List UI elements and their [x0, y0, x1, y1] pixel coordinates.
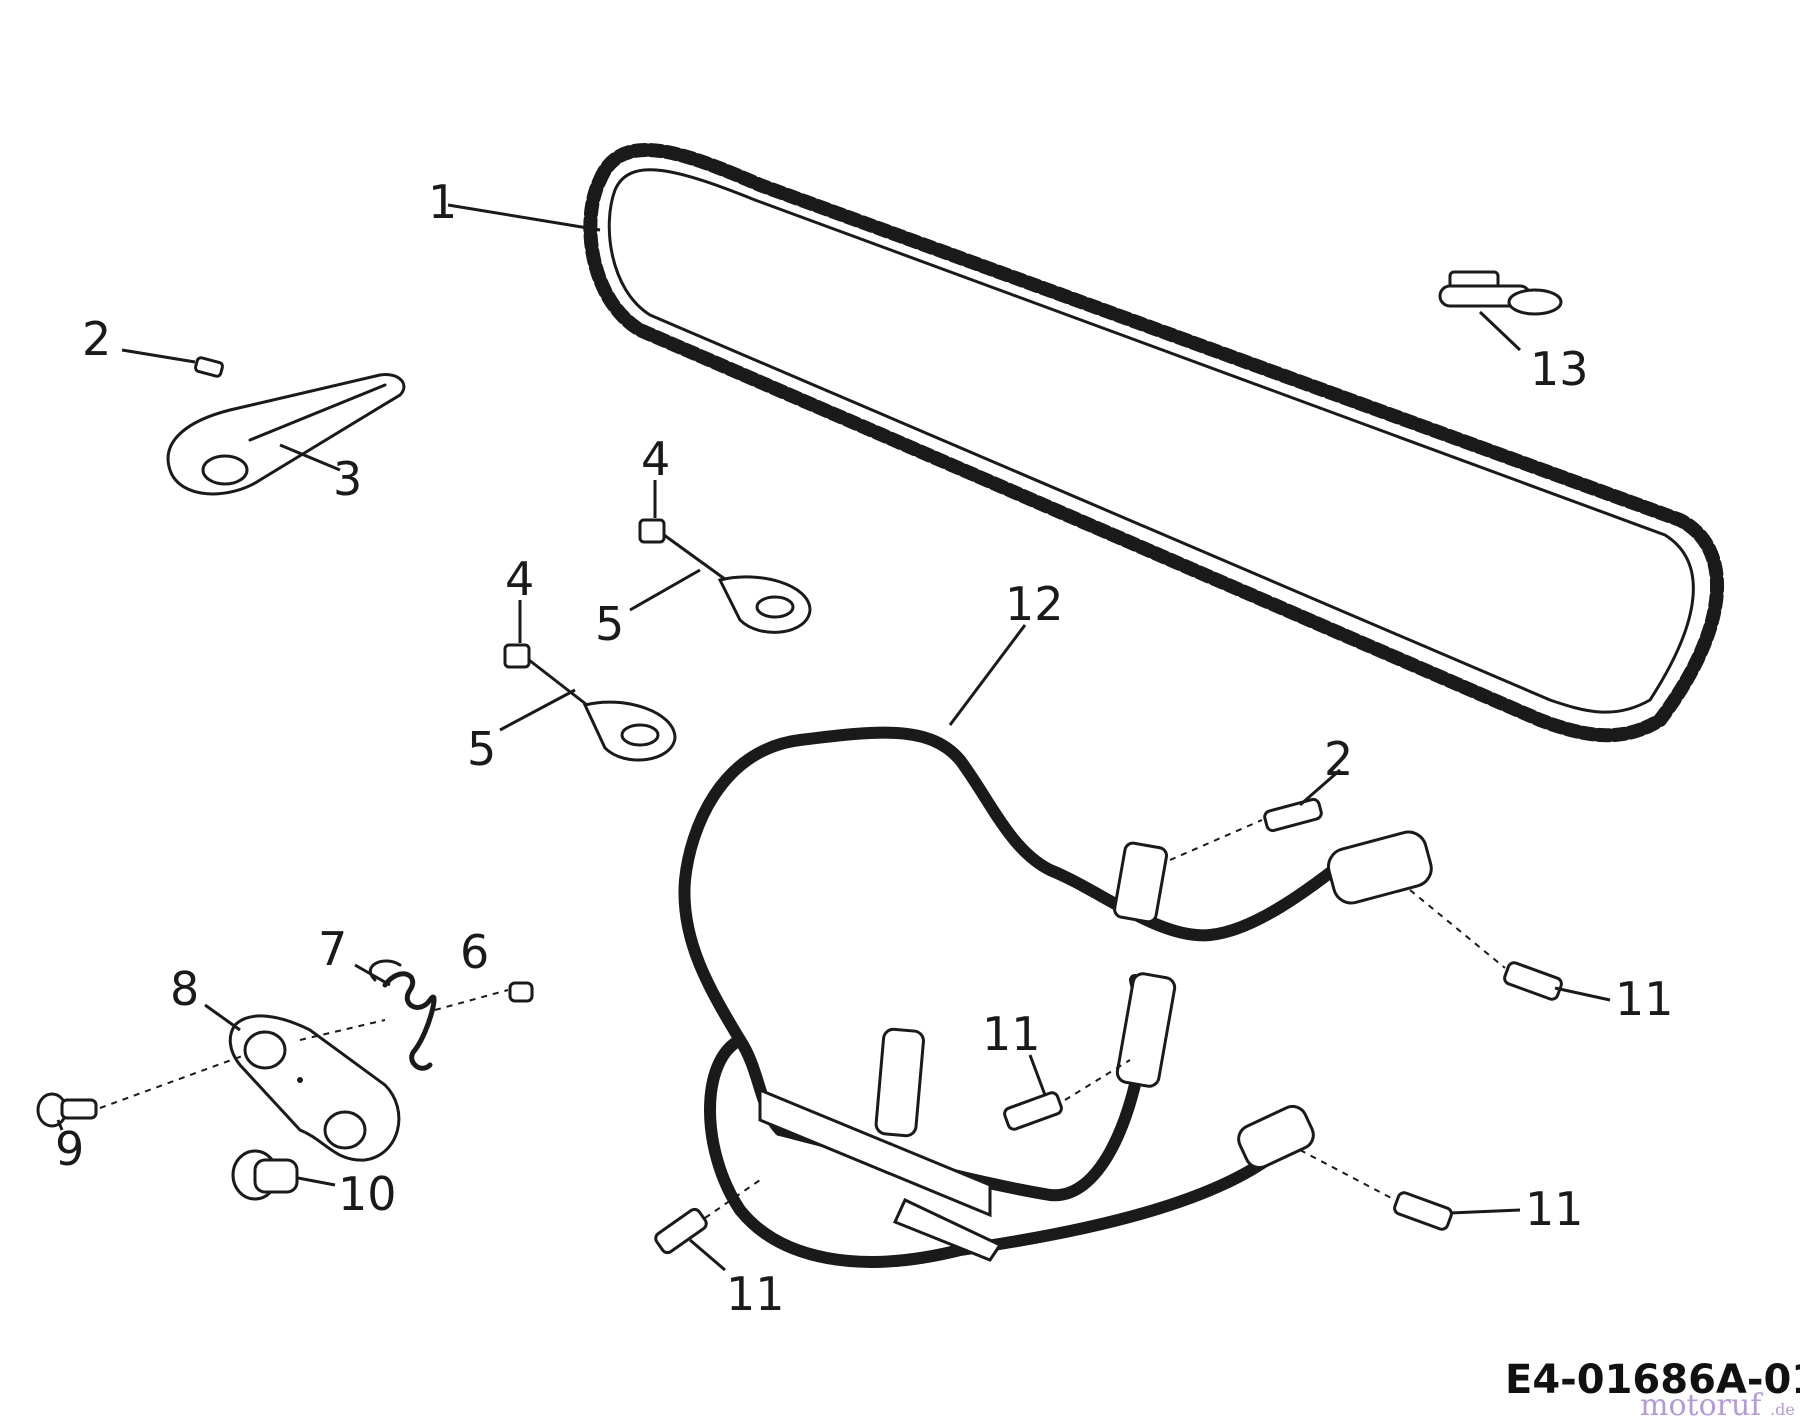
part-6-screw	[508, 981, 534, 1003]
assembly-lines	[99, 819, 1506, 1219]
part-7-spring	[368, 959, 437, 1071]
callout-4-upper: 4	[641, 432, 670, 486]
part-11-screw-middle	[1003, 1091, 1063, 1131]
callout-2-upper: 2	[82, 312, 111, 366]
part-11-screw-lower-right	[1393, 1191, 1453, 1231]
drawing-code: E4-01686A-01	[1505, 1357, 1800, 1403]
part-8-tensioner-arm	[228, 1014, 401, 1162]
watermark: motoruf .de	[1640, 1388, 1795, 1423]
part-10-roller	[231, 1149, 299, 1201]
callout-4-lower: 4	[505, 552, 534, 606]
callout-8: 8	[170, 962, 199, 1016]
callout-6: 6	[460, 925, 489, 979]
callout-11-middle: 11	[982, 1007, 1041, 1061]
part-12-frame-bracket	[678, 726, 1433, 1268]
callout-2-right: 2	[1324, 732, 1353, 786]
part-11-screw-right	[1503, 961, 1563, 1001]
callout-11-lower-right: 11	[1525, 1182, 1584, 1236]
callout-12: 12	[1005, 577, 1064, 631]
part-11-screw-lower-left	[654, 1207, 708, 1255]
part-9-pin	[36, 1092, 98, 1128]
callout-5-upper: 5	[595, 597, 624, 651]
part-13-chain-connecting-link	[1438, 270, 1563, 316]
callout-11-right: 11	[1615, 972, 1674, 1026]
callout-labels: 1 2 3 4 5 4 5 12 2 13 11 11 11 11 6 7 8 …	[55, 175, 1674, 1321]
callout-1: 1	[428, 175, 457, 229]
callout-5-lower: 5	[467, 722, 496, 776]
part-1-drive-chain	[583, 143, 1725, 743]
part-3-chain-guide	[166, 373, 406, 496]
callout-11-lower-left: 11	[726, 1267, 785, 1321]
watermark-brand: motoruf	[1640, 1388, 1763, 1423]
callout-3: 3	[333, 452, 362, 506]
watermark-tld: .de	[1770, 1400, 1795, 1419]
callout-13: 13	[1530, 342, 1589, 396]
callout-9: 9	[55, 1122, 84, 1176]
callout-10: 10	[338, 1167, 397, 1221]
part-4-5-tensioner-lower	[503, 643, 677, 762]
callout-7: 7	[318, 922, 347, 976]
leader-lines	[56, 203, 1611, 1272]
part-4-5-tensioner-upper	[638, 518, 812, 634]
part-2-screw-right	[1263, 797, 1323, 833]
part-2-screw-upper	[194, 356, 224, 378]
